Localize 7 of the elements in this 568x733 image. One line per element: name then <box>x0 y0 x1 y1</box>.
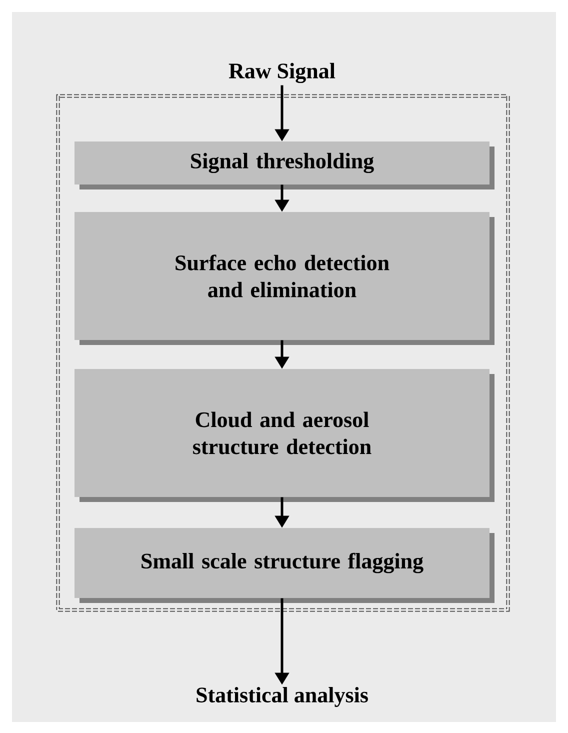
text-label: Statistical analysis <box>196 687 368 707</box>
process-box: Signal thresholding <box>74 142 494 190</box>
dashed-frame <box>56 94 510 612</box>
text-label: Raw Signal <box>228 62 336 84</box>
process-box: Cloud and aerosol structure detection <box>74 369 494 502</box>
process-box: Surface echo detection and elimination <box>74 212 494 345</box>
process-box: Small scale structure flagging <box>74 528 494 603</box>
